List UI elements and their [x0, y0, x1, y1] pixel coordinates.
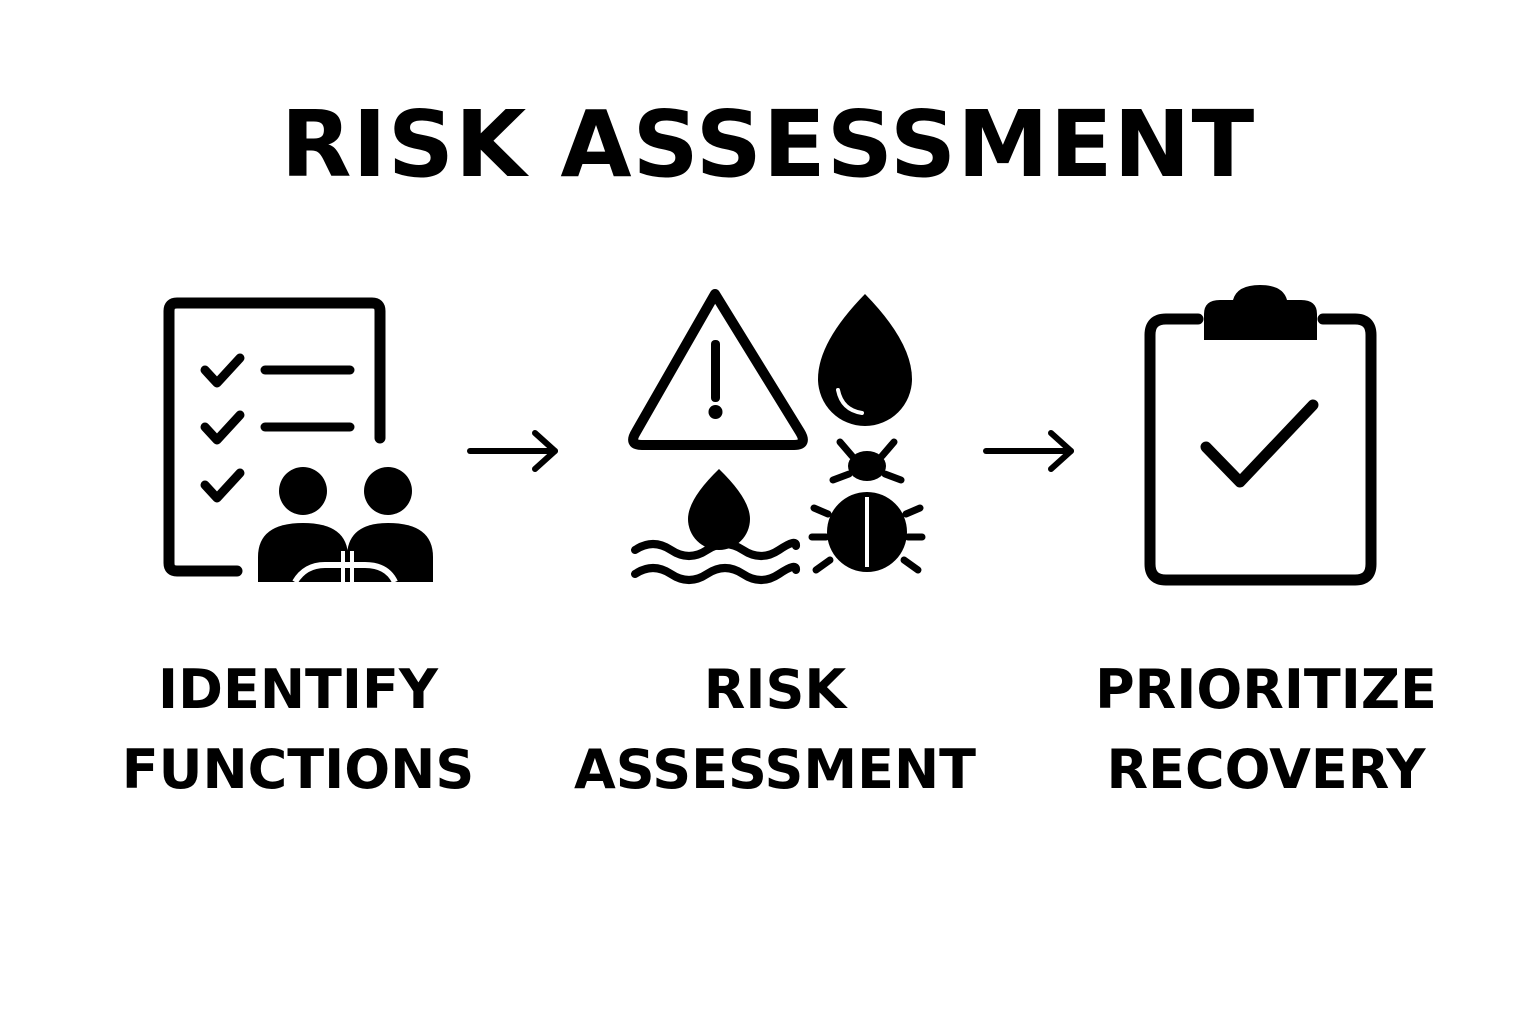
- arrow-right-icon: [467, 430, 558, 472]
- step-label-prioritize-recovery: PRIORITIZE RECOVERY: [1036, 650, 1496, 810]
- hazards-icon: [628, 289, 926, 584]
- step-label-line: IDENTIFY: [158, 658, 438, 721]
- checklist-team-icon: [163, 297, 433, 584]
- step-label-line: ASSESSMENT: [573, 738, 977, 801]
- page-title: RISK ASSESSMENT: [280, 91, 1256, 198]
- step-label-risk-assessment: RISK ASSESSMENT: [545, 650, 1005, 810]
- step-label-line: FUNCTIONS: [121, 738, 475, 801]
- step-label-identify-functions: IDENTIFY FUNCTIONS: [68, 650, 528, 810]
- clipboard-check-icon: [1144, 285, 1377, 586]
- step-label-line: RISK: [703, 658, 847, 721]
- bug-icon: [808, 438, 926, 574]
- arrow-right-icon: [983, 430, 1074, 472]
- step-label-line: RECOVERY: [1106, 738, 1426, 801]
- step-label-line: PRIORITIZE: [1095, 658, 1437, 721]
